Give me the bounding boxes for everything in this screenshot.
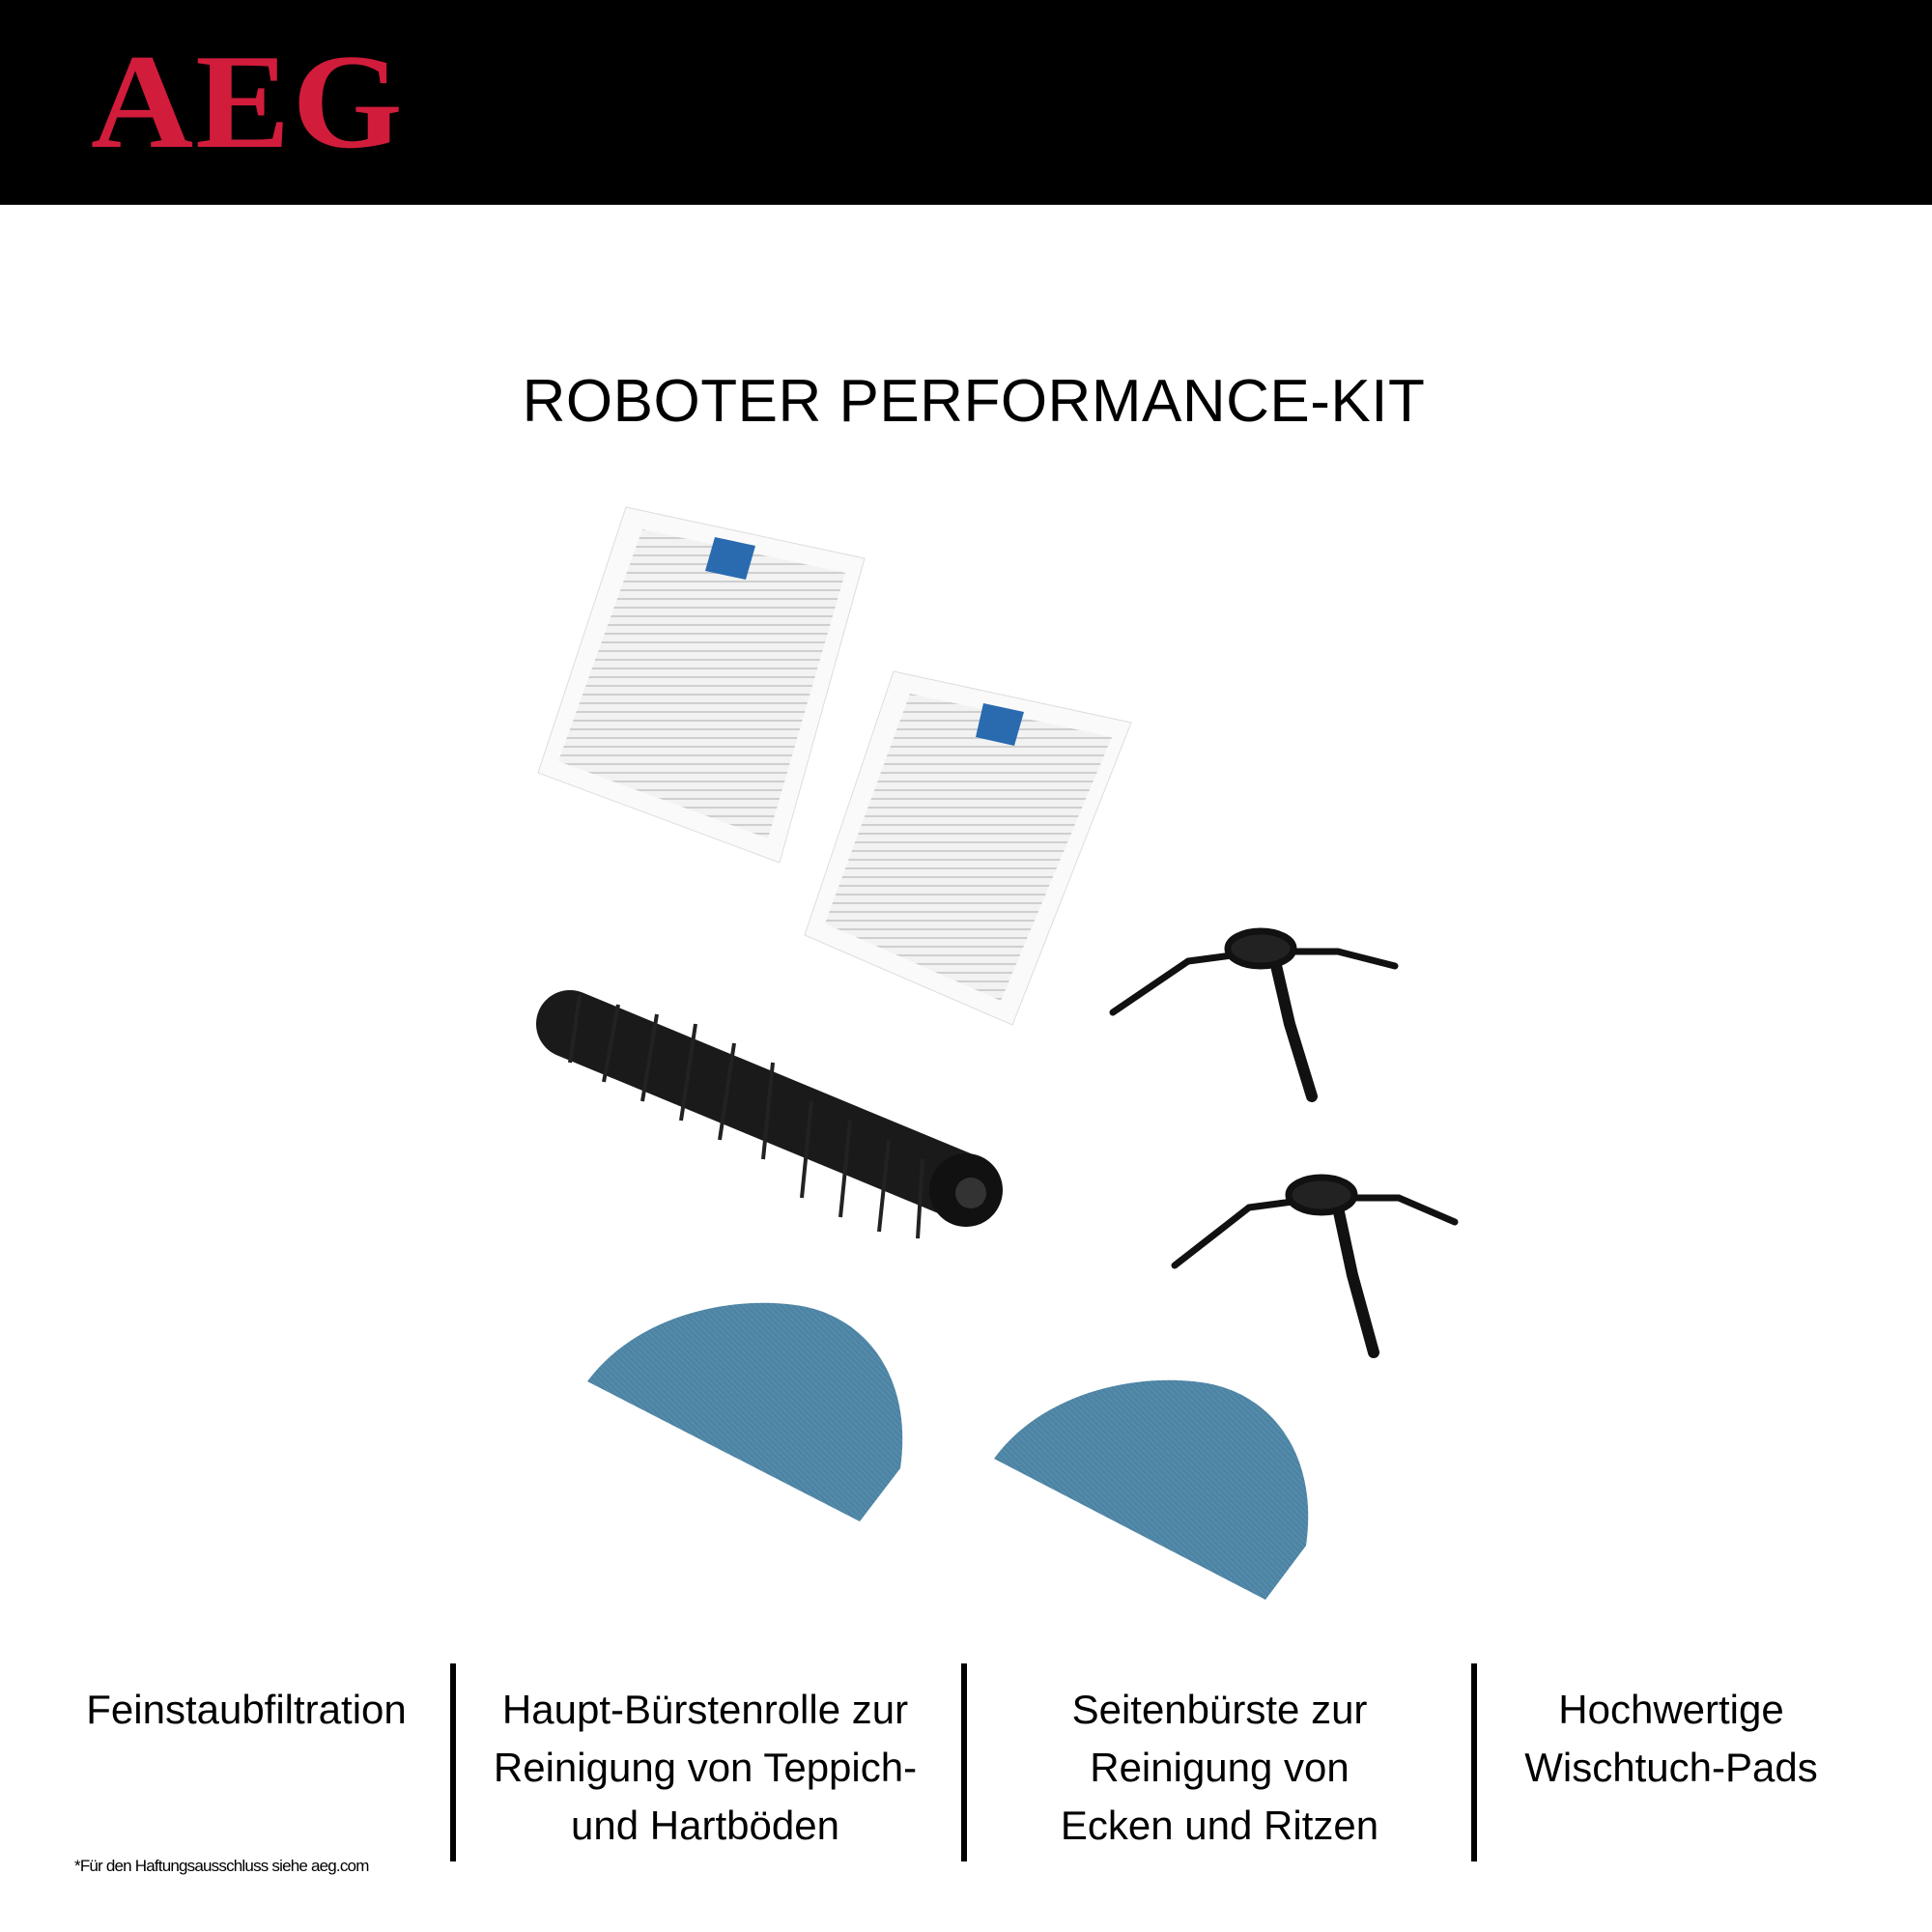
main-brush-roller xyxy=(536,990,1003,1239)
feature-mop-pads: Hochwertige Wischtuch-Pads xyxy=(1483,1681,1860,1797)
side-brush-1 xyxy=(1109,927,1399,1102)
aeg-logo: AEG xyxy=(91,27,405,177)
hepa-filter-1 xyxy=(537,506,866,864)
page-title: ROBOTER PERFORMANCE-KIT xyxy=(522,368,1426,435)
column-divider xyxy=(1471,1663,1477,1861)
feature-fine-dust-filtration: Feinstaubfiltration xyxy=(58,1681,435,1739)
column-divider xyxy=(961,1663,967,1861)
feature-line: Reinigung von Teppich- xyxy=(493,1745,918,1790)
feature-line: und Hartböden xyxy=(571,1803,839,1848)
disclaimer: *Für den Haftungsausschluss siehe aeg.co… xyxy=(74,1857,369,1875)
mop-pad-2 xyxy=(994,1379,1309,1600)
feature-line: Hochwertige xyxy=(1558,1687,1784,1732)
mop-pad-1 xyxy=(587,1302,903,1521)
feature-line: Seitenbürste zur xyxy=(1071,1687,1368,1732)
feature-side-brush: Seitenbürste zur Reinigung von Ecken und… xyxy=(976,1681,1463,1855)
feature-line: Feinstaubfiltration xyxy=(86,1687,407,1732)
hepa-filter-2 xyxy=(804,670,1132,1026)
header-bar: AEG xyxy=(0,0,1932,205)
feature-line: Ecken und Ritzen xyxy=(1060,1803,1379,1848)
column-divider xyxy=(450,1663,456,1861)
feature-line: Reinigung von xyxy=(1090,1745,1350,1790)
filter-tab xyxy=(976,703,1024,746)
side-brush-2 xyxy=(1171,1174,1459,1358)
feature-line: Haupt-Bürstenrolle zur xyxy=(501,1687,909,1732)
filter-tab xyxy=(705,537,755,580)
feature-main-brush: Haupt-Bürstenrolle zur Reinigung von Tep… xyxy=(464,1681,947,1855)
feature-line: Wischtuch-Pads xyxy=(1524,1745,1818,1790)
